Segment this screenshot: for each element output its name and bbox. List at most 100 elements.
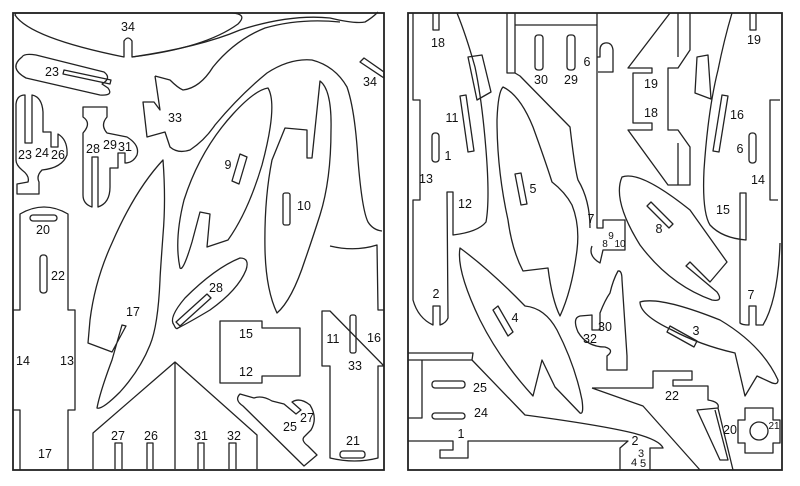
part-30-29-6 (506, 13, 626, 264)
part-label: 14 (16, 354, 30, 368)
part-label: 20 (723, 423, 737, 437)
part-label: 6 (584, 55, 591, 69)
part-34-wing (14, 12, 243, 58)
slot (62, 69, 112, 85)
left-sheet: 34 23 34 33 23 24 26 28 29 31 9 10 20 22… (12, 11, 385, 471)
part-label: 1 (445, 149, 452, 163)
part-label: 2 (632, 434, 639, 448)
part-label: 16 (367, 331, 381, 345)
part-label: 7 (588, 212, 595, 226)
part-label: 22 (51, 269, 65, 283)
slot-18 (432, 12, 440, 31)
tab (694, 54, 712, 100)
part-label: 4 (631, 457, 637, 469)
slot-4 (492, 305, 514, 337)
part-label: 7 (748, 288, 755, 302)
part-label: 21 (768, 421, 780, 432)
slot-8 (646, 201, 674, 229)
part-label: 32 (583, 332, 597, 346)
part-label: 12 (239, 365, 253, 379)
part-label: 3 (693, 324, 700, 338)
slot-21 (339, 450, 366, 459)
part-label: 9 (608, 231, 614, 242)
part-label: 27 (111, 429, 125, 443)
part-label: 16 (730, 108, 744, 122)
part-10-wing (264, 80, 332, 314)
part-label: 6 (737, 142, 744, 156)
part-label: 13 (419, 172, 433, 186)
part-label: 23 (18, 148, 32, 162)
part-label: 5 (530, 182, 537, 196)
part-fuselage-right (702, 12, 781, 326)
slot (175, 293, 212, 327)
part-label: 9 (225, 158, 232, 172)
slot-25 (431, 380, 466, 389)
part-label: 27 (300, 411, 314, 425)
right-sheet-border (407, 12, 783, 471)
part-label: 19 (644, 77, 658, 91)
part-17-wing (87, 159, 166, 409)
part-label: 25 (473, 381, 487, 395)
part-label: 23 (45, 65, 59, 79)
tab (467, 54, 492, 101)
part-25-24-frame (408, 352, 664, 470)
slot-10 (282, 192, 291, 226)
part-label: 25 (283, 420, 297, 434)
part-label: 17 (38, 447, 52, 461)
slot-22 (39, 254, 48, 294)
part-label: 26 (51, 148, 65, 162)
part-label: 31 (194, 429, 208, 443)
slot-5 (514, 172, 528, 206)
slot-29 (566, 34, 576, 71)
part-22-20 (591, 370, 734, 471)
part-label: 18 (644, 106, 658, 120)
part-label: 18 (431, 36, 445, 50)
part-label: 15 (716, 203, 730, 217)
part-label: 11 (446, 111, 459, 125)
right-sheet: 18 19 30 29 6 19 18 11 16 1 6 13 14 5 12… (407, 12, 783, 471)
right-sheet-labels: 18 19 30 29 6 19 18 11 16 1 6 13 14 5 12… (419, 33, 780, 470)
slot-11 (459, 94, 475, 153)
part-33-wing (142, 20, 383, 232)
part-fuselage-left (412, 12, 489, 326)
slot-33 (349, 314, 357, 354)
part-11-16-33 (321, 244, 385, 462)
part-label: 24 (35, 146, 49, 160)
slot-9 (231, 153, 248, 185)
sheet-curve-upper (131, 11, 379, 58)
part-23-wing (15, 53, 111, 96)
part-25-27 (236, 393, 318, 467)
slot-24 (431, 412, 466, 420)
part-label: 8 (656, 222, 663, 236)
part-label: 1 (458, 427, 465, 441)
part-label: 33 (348, 359, 362, 373)
part-label: 29 (564, 73, 578, 87)
part-4 (458, 247, 584, 414)
left-sheet-labels: 34 23 34 33 23 24 26 28 29 31 9 10 20 22… (16, 20, 381, 461)
slot-19 (749, 12, 757, 31)
part-label: 28 (86, 142, 100, 156)
part-30-32 (574, 270, 628, 371)
part-19-18 (627, 12, 691, 186)
slot-20 (29, 214, 58, 222)
part-3 (639, 300, 779, 397)
part-8 (618, 175, 728, 301)
part-label: 22 (665, 389, 679, 403)
slot-6 (748, 132, 757, 164)
part-label: 29 (103, 138, 117, 152)
part-label: 30 (534, 73, 548, 87)
part-label: 21 (346, 434, 360, 448)
part-label: 24 (474, 406, 488, 420)
part-label: 17 (126, 305, 140, 319)
part-label: 28 (209, 281, 223, 295)
part-14-13-17 (13, 206, 76, 470)
part-9-wing (177, 87, 273, 270)
part-label: 13 (60, 354, 74, 368)
slot-16 (712, 94, 729, 153)
part-label: 14 (751, 173, 765, 187)
part-label: 20 (36, 223, 50, 237)
part-23-24-26 (15, 94, 68, 195)
slot-1 (431, 132, 440, 163)
part-28-29-31 (82, 106, 139, 208)
